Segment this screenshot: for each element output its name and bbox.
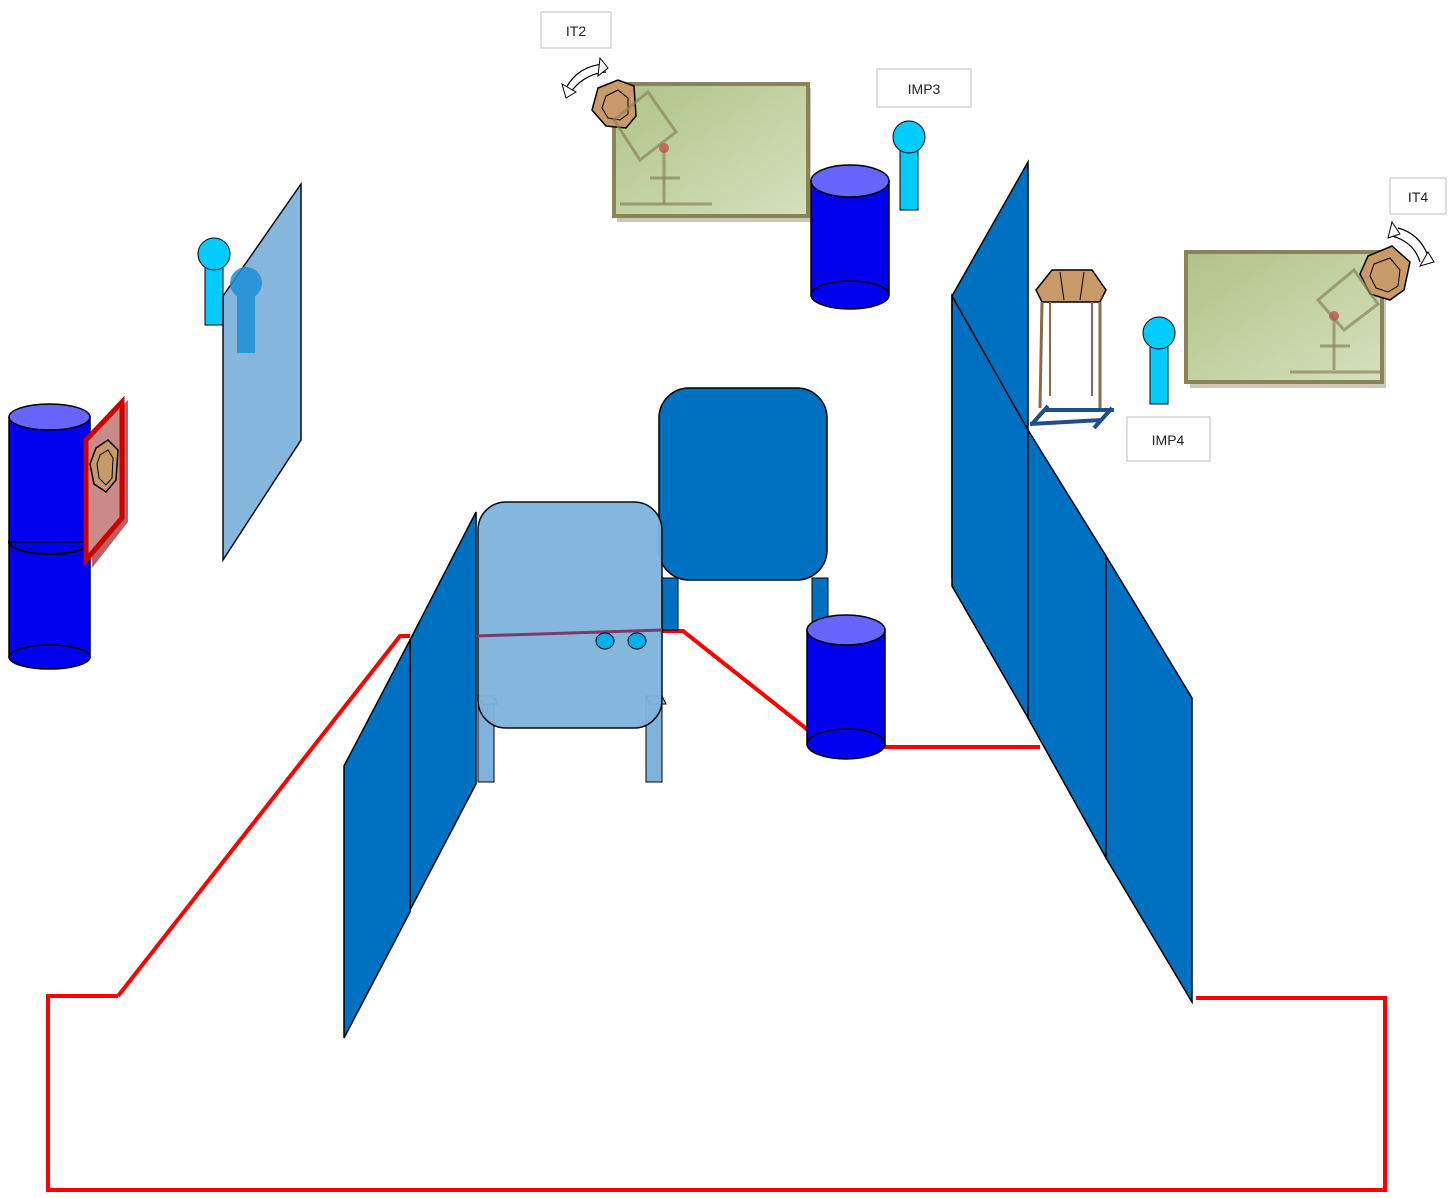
person-icon-imp4: [1142, 316, 1176, 405]
target-stand: [1029, 269, 1114, 430]
person-icon-left-back: [197, 237, 231, 326]
label-imp3: IMP3: [876, 68, 972, 108]
wall-panels-right: [951, 159, 1193, 1005]
wall-panels-left: [343, 511, 477, 1039]
barrel-stack-left: [8, 403, 91, 670]
label-imp4: IMP4: [1126, 416, 1211, 462]
label-it4-text: IT4: [1408, 189, 1428, 205]
person-icon-left-front: [230, 267, 262, 353]
label-imp4-text: IMP4: [1152, 432, 1185, 448]
label-imp3-text: IMP3: [908, 81, 941, 97]
red-target-panel: [83, 395, 128, 568]
barrel-center: [806, 614, 886, 760]
boundary-line: [116, 634, 410, 998]
wall-panel-right-4: [1105, 553, 1193, 1005]
wall-panel-left-2: [409, 511, 477, 911]
target-board-it4: [1184, 220, 1435, 388]
barrel-top-center: [810, 164, 890, 310]
wall-block-back: [658, 387, 829, 631]
label-it2-text: IT2: [566, 23, 586, 39]
glass-panel-left: [222, 181, 302, 563]
label-it2: IT2: [540, 11, 612, 49]
wall-panel-left-1: [343, 639, 411, 1039]
glass-panel-center: [475, 501, 667, 783]
label-it4: IT4: [1389, 177, 1447, 215]
boundary-line-inner: [660, 629, 810, 732]
boundary-line-bottom: [46, 994, 1387, 1192]
wall-panel-right-3: [1027, 427, 1107, 861]
target-board-it2: [561, 56, 811, 222]
person-icon-imp3: [892, 120, 926, 211]
